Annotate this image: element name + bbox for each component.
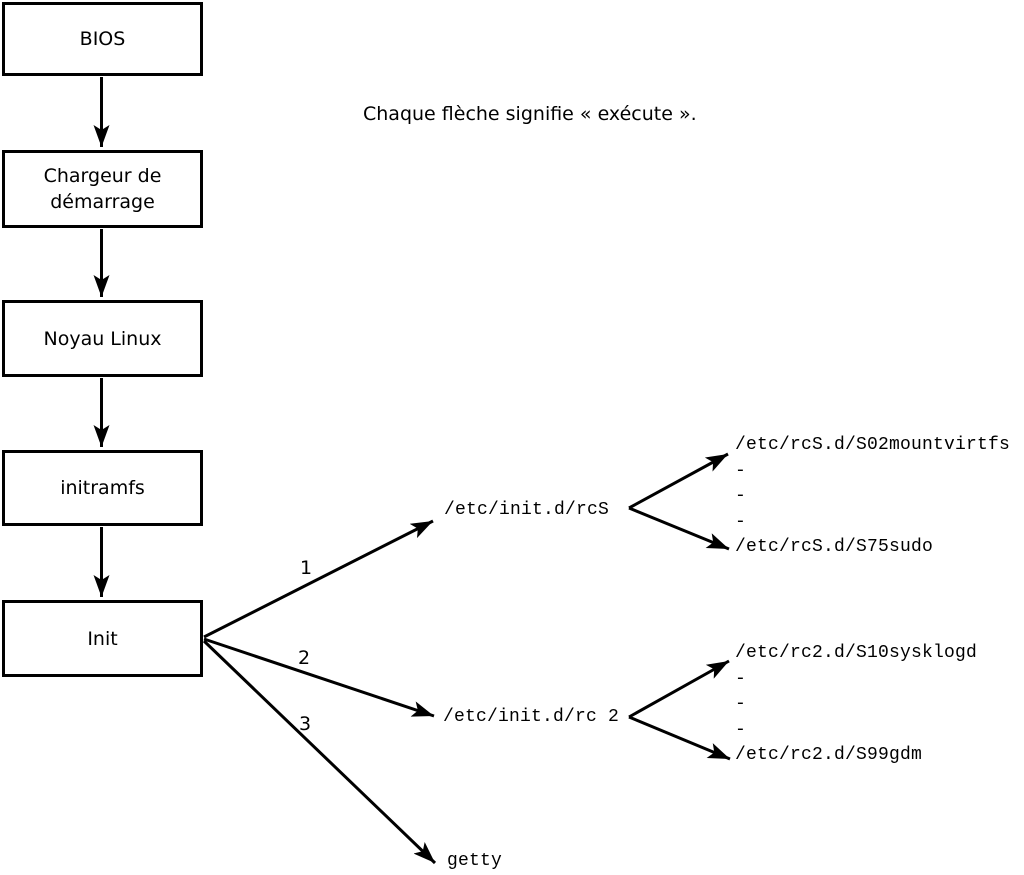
rc2-child-ellipsis-1: - xyxy=(735,668,747,689)
arrow-rc2-to-S99gdm xyxy=(628,715,731,761)
branch-1-number: 1 xyxy=(299,557,313,579)
rcS-child-ellipsis-2: - xyxy=(735,486,747,507)
kernel-box: Noyau Linux xyxy=(2,300,203,377)
rcS-child-S02mountvirtfs: /etc/rcS.d/S02mountvirtfs xyxy=(735,435,1011,456)
rcS-child-ellipsis-3: - xyxy=(735,511,747,532)
rcS-children-list: /etc/rcS.d/S02mountvirtfs - - - /etc/rcS… xyxy=(735,432,1010,560)
bios-label: BIOS xyxy=(79,28,126,50)
init-box: Init xyxy=(2,600,203,677)
rcS-child-ellipsis-1: - xyxy=(735,460,747,481)
arrow-init-to-rc2 xyxy=(203,637,435,718)
arrow-rcS-to-S75sudo xyxy=(628,506,730,551)
rc2-child-ellipsis-2: - xyxy=(735,694,747,715)
rc2-child-S10sysklogd: /etc/rc2.d/S10sysklogd xyxy=(735,643,978,664)
bootloader-label: Chargeur de démarrage xyxy=(43,165,162,213)
arrow-rcS-to-S02mountvirtfs xyxy=(628,452,729,510)
arrow-rc2-to-S10sysklogd xyxy=(628,659,730,719)
rc2-child-S99gdm: /etc/rc2.d/S99gdm xyxy=(735,745,923,766)
rcS-script-label: /etc/init.d/rcS xyxy=(444,500,610,520)
kernel-label: Noyau Linux xyxy=(43,327,162,350)
initramfs-label: initramfs xyxy=(60,477,145,499)
rc2-child-ellipsis-3: - xyxy=(735,719,747,740)
rcS-child-S75sudo: /etc/rcS.d/S75sudo xyxy=(735,537,934,558)
rc2-script-label: /etc/init.d/rc 2 xyxy=(443,707,620,727)
arrow-init-to-rcS xyxy=(203,519,434,639)
rc2-children-list: /etc/rc2.d/S10sysklogd - - - /etc/rc2.d/… xyxy=(735,640,977,768)
initramfs-box: initramfs xyxy=(2,450,203,526)
bios-box: BIOS xyxy=(2,2,203,76)
branch-2-number: 2 xyxy=(297,647,311,669)
branch-3-number: 3 xyxy=(298,713,312,735)
note-arrow-meaning: Chaque flèche signifie « exécute ». xyxy=(363,103,697,125)
bootloader-box: Chargeur de démarrage xyxy=(2,150,203,228)
getty-label: getty xyxy=(447,851,503,871)
init-label: Init xyxy=(87,627,118,650)
arrow-init-to-getty xyxy=(202,639,437,865)
